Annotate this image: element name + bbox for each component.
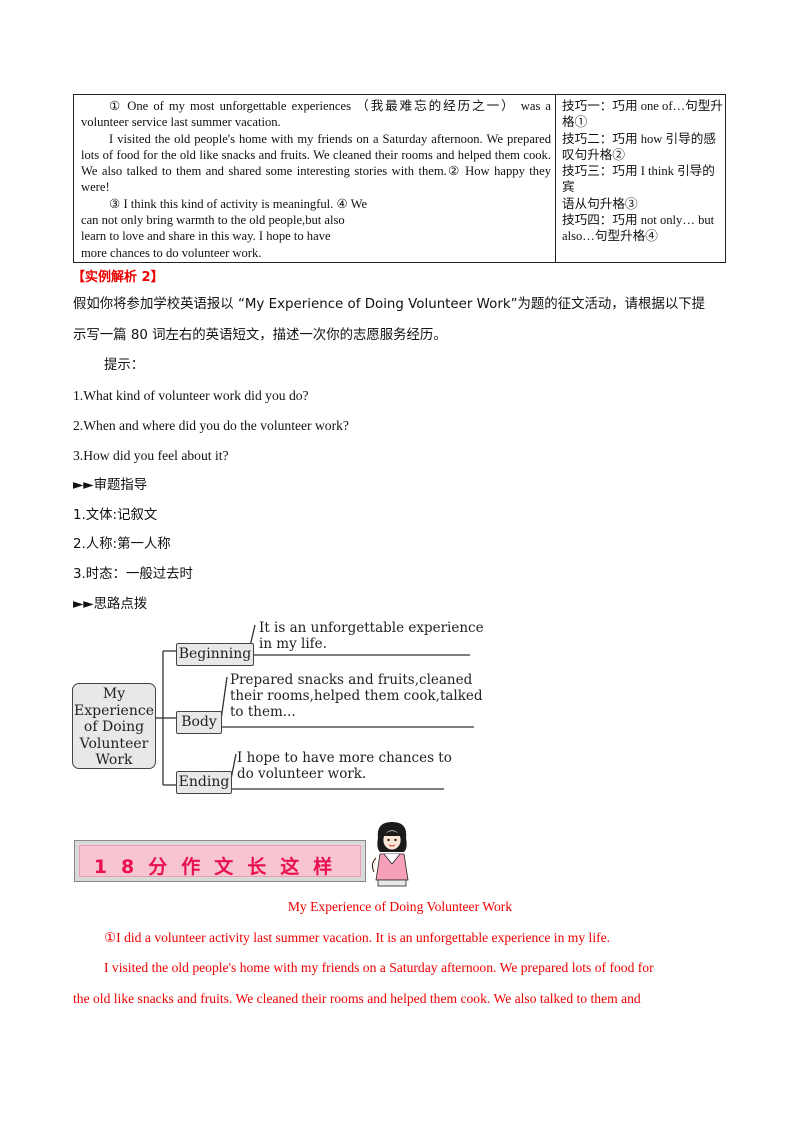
section-banner: 18分作文长这样 bbox=[74, 840, 366, 882]
thinking-title: ►►思路点拨 bbox=[73, 597, 148, 612]
table-para-1: ① One of my most unforgettable experienc… bbox=[81, 99, 551, 130]
question-2: 2.When and where did you do the voluntee… bbox=[73, 418, 349, 433]
essay-line-2: I visited the old people's home with my … bbox=[104, 960, 654, 975]
cartoon-girl-icon bbox=[371, 822, 409, 887]
tip-3: 技巧三：巧用 I think 引导的宾 bbox=[562, 164, 715, 195]
center-line-5: Work bbox=[95, 752, 133, 768]
tip-4: 技巧四：巧用 not only… but also…句型升格④ bbox=[562, 213, 715, 244]
center-line-3: of Doing bbox=[83, 719, 145, 735]
essay-title: My Experience of Doing Volunteer Work bbox=[287, 899, 513, 914]
body-box: Body bbox=[176, 711, 222, 734]
guide-item-1: 1.文体:记叙文 bbox=[73, 508, 158, 523]
banner-inner: 18分作文长这样 bbox=[79, 845, 361, 878]
tip-3-cont: 语从句升格③ bbox=[562, 196, 638, 211]
mindmap-center-box: My Experience of Doing Volunteer Work bbox=[72, 683, 156, 769]
essay-paragraph-1: ①I did a volunteer activity last summer … bbox=[104, 930, 611, 945]
guide-title: ►►审题指导 bbox=[73, 478, 148, 493]
prompt-line-1: 假如你将参加学校英语报以 “My Experience of Doing Vol… bbox=[73, 297, 705, 312]
center-line-2: Experience bbox=[74, 702, 154, 719]
tips-table: ① One of my most unforgettable experienc… bbox=[73, 94, 726, 263]
ending-line-1: I hope to have more chances to bbox=[237, 750, 452, 766]
body-text: Prepared snacks and fruits,cleaned their… bbox=[230, 672, 483, 720]
body-line-2: their rooms,helped them cook,talked bbox=[230, 688, 483, 704]
body-line-3: to them... bbox=[230, 704, 296, 720]
beginning-box: Beginning bbox=[176, 643, 254, 666]
essay-line-3: the old like snacks and fruits. We clean… bbox=[73, 991, 641, 1006]
question-1: 1.What kind of volunteer work did you do… bbox=[73, 388, 309, 403]
tips-cell: 技巧一：巧用 one of…句型升格① 技巧二：巧用 how 引导的感叹句升格②… bbox=[562, 98, 724, 245]
table-line-3: ③ I think this kind of activity is meani… bbox=[109, 196, 368, 211]
table-line-4: can not only bring warmth to the old peo… bbox=[81, 213, 345, 228]
hint-label: 提示： bbox=[104, 358, 145, 373]
sample-essay-cell: ① One of my most unforgettable experienc… bbox=[81, 98, 551, 261]
beginning-line-2: in my life. bbox=[259, 636, 327, 652]
tip-2: 技巧二：巧用 how 引导的感叹句升格② bbox=[562, 131, 716, 162]
body-line-1: Prepared snacks and fruits,cleaned bbox=[230, 672, 473, 688]
question-3: 3.How did you feel about it? bbox=[73, 448, 229, 463]
beginning-line-1: It is an unforgettable experience bbox=[259, 620, 484, 636]
beginning-text: It is an unforgettable experience in my … bbox=[259, 620, 484, 652]
ending-text: I hope to have more chances to do volunt… bbox=[237, 750, 452, 782]
prompt-line-2: 示写一篇 80 词左右的英语短文，描述一次你的志愿服务经历。 bbox=[73, 328, 447, 343]
ending-line-2: do volunteer work. bbox=[237, 766, 367, 782]
center-line-1: My bbox=[102, 686, 126, 702]
guide-item-3: 3.时态：一般过去时 bbox=[73, 567, 193, 582]
table-line-5: learn to love and share in this way. I h… bbox=[81, 229, 331, 244]
table-line-6: more chances to do volunteer work. bbox=[81, 245, 262, 260]
tip-1: 技巧一：巧用 one of…句型升格① bbox=[562, 99, 723, 130]
banner-text: 18分作文长这样 bbox=[93, 856, 347, 878]
guide-item-2: 2.人称:第一人称 bbox=[73, 537, 171, 552]
table-divider bbox=[555, 95, 556, 262]
example-label: 【实例解析 2】 bbox=[72, 270, 164, 285]
ending-box: Ending bbox=[176, 771, 232, 794]
table-para-2: I visited the old people's home with my … bbox=[81, 131, 551, 195]
center-line-4: Volunteer bbox=[79, 735, 149, 752]
